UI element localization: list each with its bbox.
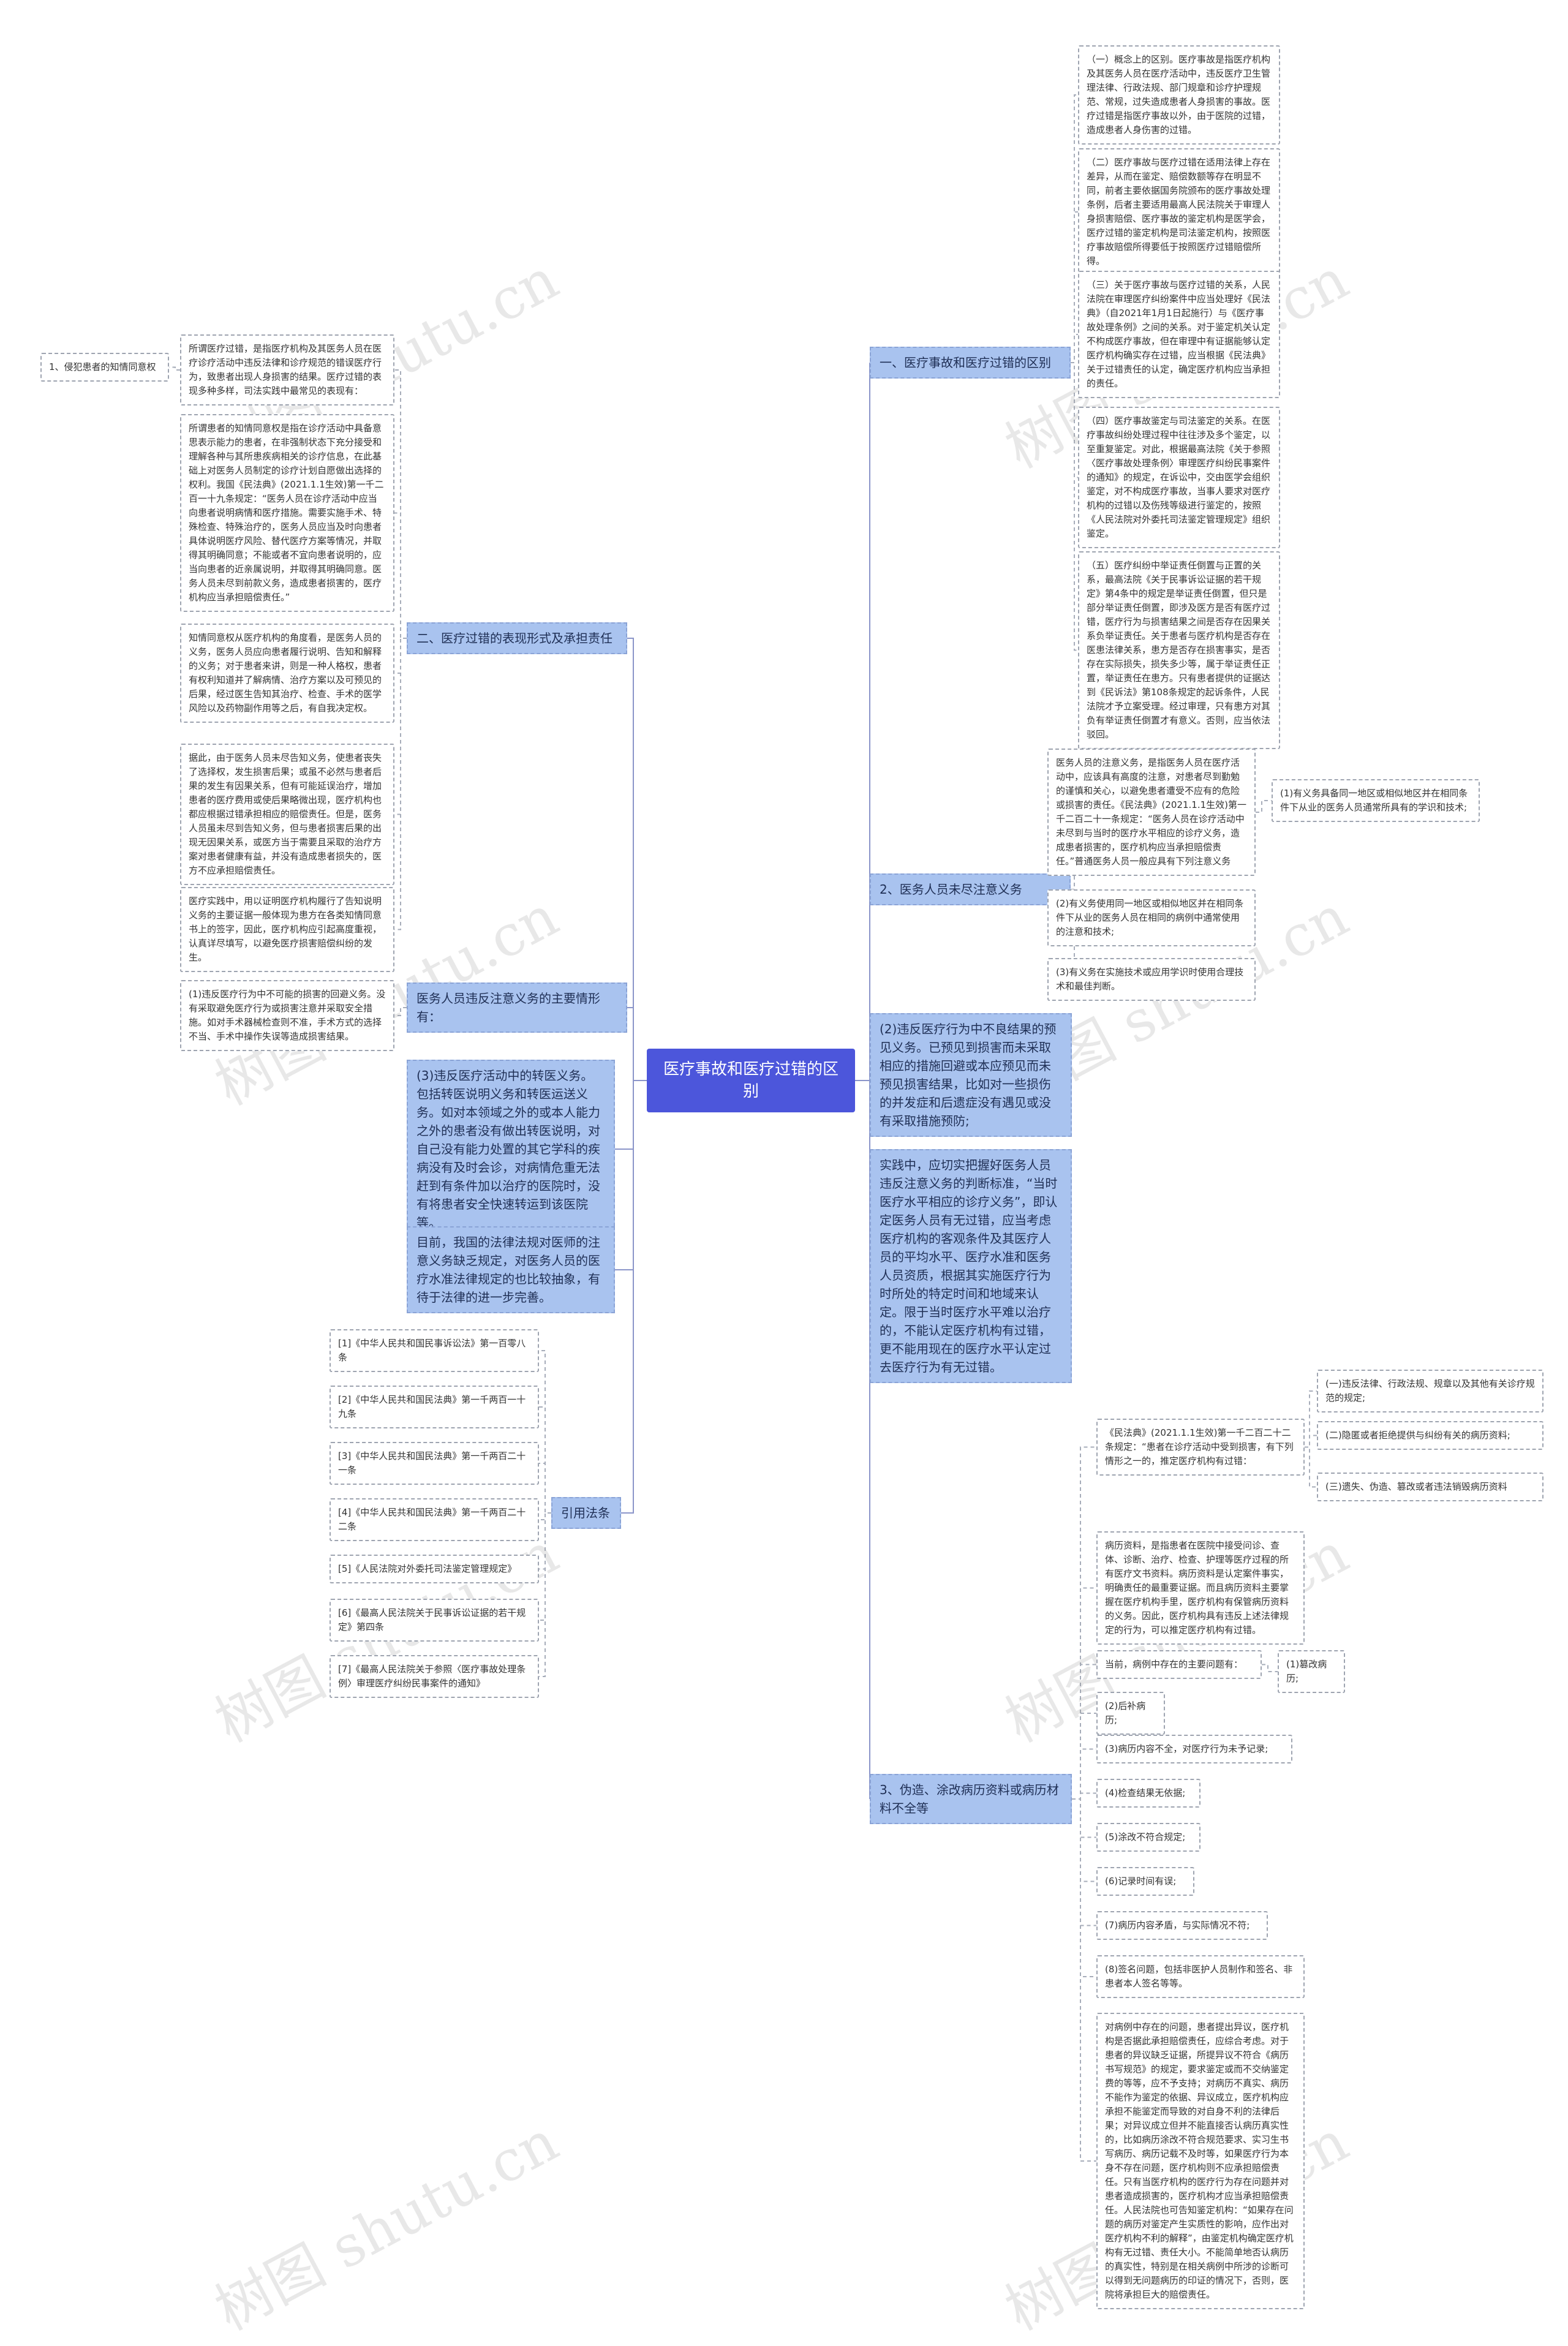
connector-line (1305, 1446, 1317, 1488)
leaf-problem-backfill[interactable]: (2)后补病历; (1096, 1692, 1165, 1735)
connector-line (1072, 1446, 1096, 1800)
branch-error-forms[interactable]: 二、医疗过错的表现形式及承担责任 (407, 622, 627, 654)
branch-judgment-standard[interactable]: 实践中，应切实把握好医务人员违反注意义务的判断标准，“当时医疗水平相应的诊疗义务… (870, 1149, 1072, 1383)
connector-line (855, 363, 870, 1081)
leaf-duty-skill[interactable]: (1)有义务具备同一地区或相似地区并在相同条件下从业的医务人员通常所具有的学识和… (1272, 779, 1480, 822)
connector-line (539, 1512, 551, 1520)
leaf-problem-contradiction[interactable]: (7)病历内容矛盾，与实际情况不符; (1096, 1911, 1268, 1940)
leaf-duty-technique[interactable]: (2)有义务使用同一地区或相似地区并在相同条件下从业的医务人员在相同的病例中通常… (1047, 889, 1256, 946)
leaf-main-problems[interactable]: 当前，病例中存在的主要问题有： (1096, 1650, 1262, 1679)
leaf-accident-error-relation[interactable]: （三）关于医疗事故与医疗过错的关系，人民法院在审理医疗纠纷案件中应当处理好《民法… (1078, 271, 1280, 398)
branch-medical-accident-vs-error[interactable]: 一、医疗事故和医疗过错的区别 (870, 347, 1071, 379)
connector-line (1305, 1435, 1317, 1448)
cited-law-item[interactable]: [7]《最高人民法院关于参照〈医疗事故处理条例〉审理医疗纠纷民事案件的通知》 (330, 1655, 539, 1698)
connector-line (615, 1080, 647, 1150)
connector-line (621, 1080, 647, 1514)
connector-line (394, 638, 407, 930)
connector-line (539, 1350, 551, 1514)
connector-line (394, 369, 407, 639)
cited-law-item[interactable]: [5]《人民法院对外委托司法鉴定管理规定》 (330, 1555, 539, 1583)
connector-line (855, 1080, 870, 1266)
connector-line (1262, 1664, 1278, 1672)
leaf-problem-tampering[interactable]: (1)篡改病历; (1278, 1650, 1345, 1693)
leaf-appraisal-relation[interactable]: （四）医疗事故鉴定与司法鉴定的关系。在医疗事故纠纷处理过程中往往涉及多个鉴定，以… (1078, 407, 1280, 548)
leaf-consent-evidence[interactable]: 医疗实践中，用以证明医疗机构履行了告知说明义务的主要证据一般体现为患方在各类知情… (180, 887, 394, 972)
connector-line (539, 1512, 551, 1570)
connector-line (615, 1080, 647, 1270)
connector-line (1072, 1748, 1096, 1800)
connector-line (1071, 94, 1078, 363)
watermark: 树图 shutu.cn (205, 2108, 569, 2344)
connector-line (1071, 211, 1078, 363)
connector-line (855, 1075, 870, 1081)
leaf-duty-judgment[interactable]: (3)有义务在实施技术或应用学识时使用合理技术和最佳判断。 (1047, 958, 1256, 1001)
leaf-concept-difference[interactable]: （一）概念上的区别。医疗事故是指医疗机构及其医务人员在医疗活动中，违反医疗卫生管… (1078, 45, 1280, 145)
leaf-burden-of-proof[interactable]: （五）医疗纠纷中举证责任倒置与正置的关系，最高法院《关于民事诉讼证据的若干规定》… (1078, 551, 1280, 749)
connector-line (539, 1512, 551, 1621)
root-node[interactable]: 医疗事故和医疗过错的区别 (647, 1049, 855, 1112)
cited-law-item[interactable]: [4]《中华人民共和国民法典》第一千两百二十二条 (330, 1498, 539, 1541)
leaf-civil-code-1222[interactable]: 《民法典》(2021.1.1生效)第一千二百二十二条规定：“患者在诊疗活动中受到… (1096, 1419, 1305, 1476)
connector-line (1072, 1587, 1096, 1800)
connector-line (855, 1080, 870, 1799)
branch-falsified-records[interactable]: 3、伪造、涂改病历资料或病历材料不全等 (870, 1774, 1072, 1824)
connector-line (394, 638, 407, 815)
leaf-informed-consent-right[interactable]: 1、侵犯患者的知情同意权 (40, 353, 169, 382)
leaf-informed-consent-definition[interactable]: 所谓患者的知情同意权是指在诊疗活动中具备意思表示能力的患者，在非强制状态下充分接… (180, 414, 394, 612)
branch-foresee-duty[interactable]: (2)违反医疗行为中不良结果的预见义务。已预见到损害而未采取相应的措施回避或本应… (870, 1013, 1072, 1137)
connector-line (539, 1512, 551, 1677)
leaf-duty-of-care-definition[interactable]: 医务人员的注意义务，是指医务人员在医疗活动中，应该具有高度的注意，对患者尽到勤勉… (1047, 749, 1256, 876)
leaf-destroy-records[interactable]: (三)遗失、伪造、篡改或者违法销毁病历资料 (1317, 1473, 1544, 1501)
branch-cited-laws[interactable]: 引用法条 (551, 1497, 621, 1529)
connector-line (1072, 1798, 1096, 1926)
connector-line (1072, 1713, 1096, 1800)
connector-line (1072, 1792, 1096, 1800)
connector-line (627, 1007, 647, 1081)
leaf-medical-records-definition[interactable]: 病历资料，是指患者在医院中接受问诊、查体、诊断、治疗、检查、护理等医疗过程的所有… (1096, 1531, 1305, 1645)
leaf-dispute-handling[interactable]: 对病例中存在的问题，患者提出异议，医疗机构是否据此承担赔偿责任，应综合考虑。对于… (1096, 2013, 1305, 2309)
connector-line (627, 638, 647, 1081)
connector-line (1072, 1664, 1096, 1800)
connector-line (1072, 1798, 1096, 1977)
leaf-problem-incomplete[interactable]: (3)病历内容不全，对医疗行为未予记录; (1096, 1735, 1292, 1763)
connector-line (1072, 1798, 1096, 2162)
leaf-problem-alteration[interactable]: (5)涂改不符合规定; (1096, 1823, 1200, 1852)
cited-law-item[interactable]: [6]《最高人民法院关于民事诉讼证据的若干规定》第四条 (330, 1599, 539, 1642)
connector-line (394, 512, 407, 639)
connector-line (1071, 362, 1078, 651)
connector-line (394, 638, 407, 674)
cited-law-item[interactable]: [1]《中华人民共和国民事诉讼法》第一百零八条 (330, 1329, 539, 1372)
connector-line (1071, 334, 1078, 363)
leaf-consent-liability[interactable]: 据此，由于医务人员未尽告知义务，使患者丧失了选择权，发生损害后果；或虽不必然与患… (180, 744, 394, 885)
branch-law-gap[interactable]: 目前，我国的法律法规对医师的注意义务缺乏规定，对医务人员的医疗水准法律规定的也比… (407, 1226, 615, 1313)
cited-law-item[interactable]: [3]《中华人民共和国民法典》第一千两百二十一条 (330, 1442, 539, 1485)
connector-line (1256, 800, 1272, 813)
leaf-violate-regulations[interactable]: (一)违反法律、行政法规、规章以及其他有关诊疗规范的规定; (1317, 1370, 1544, 1413)
connector-line (394, 1007, 407, 1016)
leaf-law-application-difference[interactable]: （二）医疗事故与医疗过错在适用法律上存在差异，从而在鉴定、赔偿数额等存在明显不同… (1078, 148, 1280, 276)
branch-referral-duty[interactable]: (3)违反医疗活动中的转医义务。包括转医说明义务和转医运送义务。如对本领域之外的… (407, 1060, 615, 1239)
branch-care-violation-cases[interactable]: 医务人员违反注意义务的主要情形有： (407, 983, 627, 1033)
connector-line (1072, 1798, 1096, 1838)
connector-line (1305, 1390, 1317, 1448)
leaf-avoidance-duty[interactable]: (1)违反医疗行为中不可能的损害的回避义务。没有采取避免医疗行为或损害注意并采取… (180, 980, 394, 1051)
leaf-problem-time[interactable]: (6)记录时间有误; (1096, 1867, 1194, 1896)
connector-line (1072, 1798, 1096, 1882)
connector-line (169, 366, 180, 371)
cited-law-item[interactable]: [2]《中华人民共和国民法典》第一千两百一十九条 (330, 1386, 539, 1428)
connector-line (1071, 362, 1078, 478)
leaf-conceal-records[interactable]: (二)隐匿或者拒绝提供与纠纷有关的病历资料; (1317, 1421, 1544, 1450)
leaf-consent-duty-right[interactable]: 知情同意权从医疗机构的角度看，是医务人员的义务，医务人员应向患者履行说明、告知和… (180, 624, 394, 723)
branch-duty-of-care[interactable]: 2、医务人员未尽注意义务 (870, 873, 1071, 905)
leaf-problem-signature[interactable]: (8)签名问题，包括非医护人员制作和签名、非患者本人签名等等。 (1096, 1955, 1305, 1998)
leaf-problem-no-basis[interactable]: (4)检查结果无依据; (1096, 1779, 1200, 1808)
connector-line (539, 1463, 551, 1514)
leaf-error-definition[interactable]: 所谓医疗过错，是指医疗机构及其医务人员在医疗诊疗活动中违反法律和诊疗规范的错误医… (180, 334, 394, 405)
connector-line (539, 1406, 551, 1514)
connector-line (855, 889, 870, 1081)
